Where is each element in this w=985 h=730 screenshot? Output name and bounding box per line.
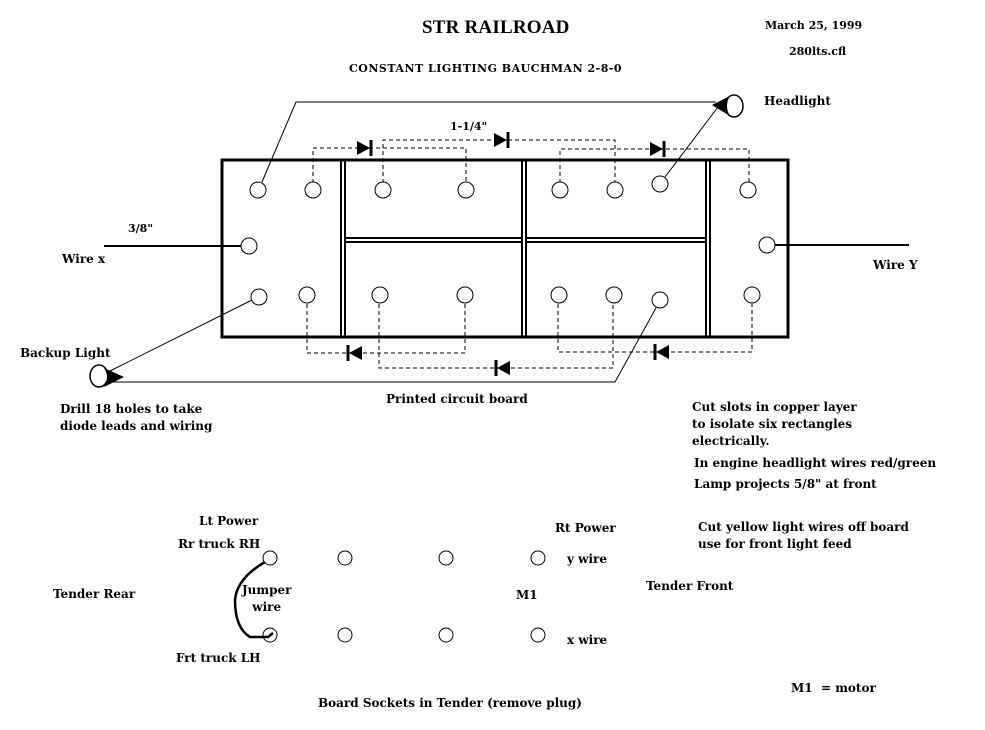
backup-light-label: Backup Light <box>20 346 111 360</box>
diode-1 <box>357 140 373 156</box>
diode-3 <box>650 141 666 157</box>
diode-5 <box>494 360 510 376</box>
headlight-label: Headlight <box>764 94 831 108</box>
rt-power-label: Rt Power <box>555 521 616 535</box>
headlight-wires-note: In engine headlight wires red/green <box>694 456 937 470</box>
y-wire-label: y wire <box>567 552 607 566</box>
backup-lamp-icon <box>89 364 124 388</box>
x-wire-label: x wire <box>567 633 608 647</box>
jumper-wire <box>233 560 274 639</box>
file-label: 280lts.cfl <box>789 45 846 58</box>
drill-note: Drill 18 holes to take diode leads and w… <box>60 402 213 433</box>
diode-6 <box>653 344 669 360</box>
diode-wiring <box>306 139 753 369</box>
yellow-wires-note: Cut yellow light wires off board use for… <box>698 520 909 551</box>
diagram-title: STR RAILROAD <box>422 17 570 38</box>
date-label: March 25, 1999 <box>765 19 863 32</box>
lt-power-label: Lt Power <box>199 514 259 528</box>
pcb-label: Printed circuit board <box>386 392 528 406</box>
tender-rear-label: Tender Rear <box>53 587 136 601</box>
dimension-top-label: 1-1/4" <box>450 120 488 133</box>
m1-label: M1 <box>516 588 538 602</box>
backup-wire-a <box>109 299 253 372</box>
slots-note: Cut slots in copper layer to isolate six… <box>692 400 857 448</box>
diode-2 <box>494 132 510 148</box>
headlight-wire-a <box>261 101 716 183</box>
tender-sockets <box>262 550 546 643</box>
rr-truck-rh-label: Rr truck RH <box>178 537 261 551</box>
tender-front-label: Tender Front <box>646 579 734 593</box>
diode-4 <box>346 345 362 361</box>
tender-caption: Board Sockets in Tender (remove plug) <box>318 696 582 710</box>
backup-wire-b <box>108 307 657 383</box>
diagram-subtitle: CONSTANT LIGHTING BAUCHMAN 2-8-0 <box>349 62 623 75</box>
headlight-lamp-icon <box>712 94 744 118</box>
jumper-wire-label: Jumper wire <box>242 583 292 614</box>
dimension-wire-label: 3/8" <box>128 222 154 235</box>
motor-legend: M1 = motor <box>791 681 876 695</box>
frt-truck-lh-label: Frt truck LH <box>176 651 261 665</box>
pcb-outline <box>220 158 790 339</box>
copper-slots <box>340 160 711 337</box>
lamp-note: Lamp projects 5/8" at front <box>694 477 877 491</box>
pcb-holes <box>240 175 776 309</box>
wire-y-label: Wire Y <box>873 258 918 272</box>
wire-x-label: Wire x <box>62 252 106 266</box>
headlight-wire-b <box>664 106 719 178</box>
